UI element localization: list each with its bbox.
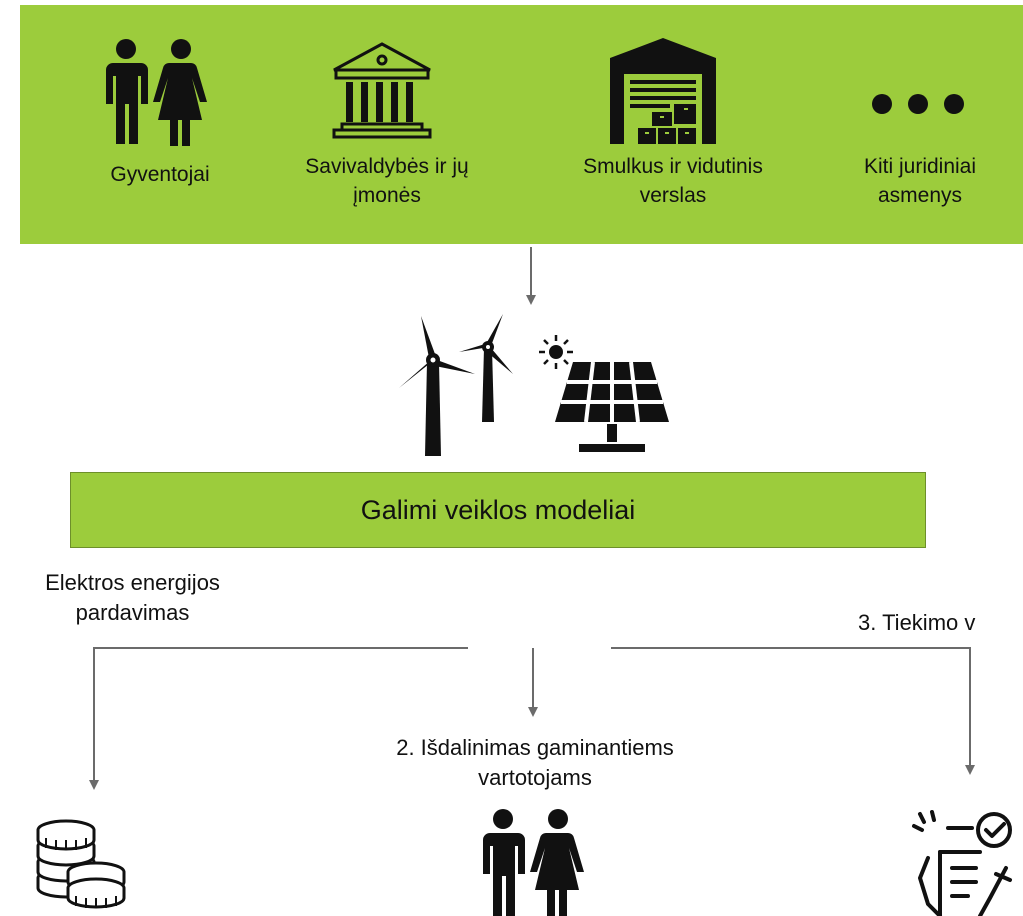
models-title-box: Galimi veiklos modeliai (70, 472, 926, 548)
sun-icon (539, 335, 573, 369)
category-label-sme: Smulkus ir vidutinis verslas (583, 155, 763, 207)
people-icon (483, 809, 584, 916)
contract-icon (912, 810, 1012, 916)
solar-panel-icon (555, 361, 669, 452)
people-icon (106, 39, 207, 146)
arrow-to-sale (89, 647, 468, 790)
category-label-residents: Gyventojai (110, 163, 210, 186)
warehouse-icon (610, 38, 716, 144)
model-label-sale: Elektros energijos pardavimas (45, 570, 220, 625)
government-building-icon (332, 42, 432, 139)
category-label-municipalities: Savivaldybės ir jų įmonės (305, 155, 469, 207)
model-label-supply: 3. Tiekimo v (858, 610, 976, 635)
wind-turbines-icon (399, 314, 513, 456)
model-label-distribution: 2. Išdalinimas gaminantiems vartotojams (396, 735, 674, 790)
models-title: Galimi veiklos modeliai (360, 494, 636, 525)
category-label-other-entities: Kiti juridiniai asmenys (863, 155, 977, 207)
coins-icon (36, 819, 126, 909)
arrow-to-supply (611, 647, 975, 775)
ellipsis-icon (872, 94, 964, 114)
